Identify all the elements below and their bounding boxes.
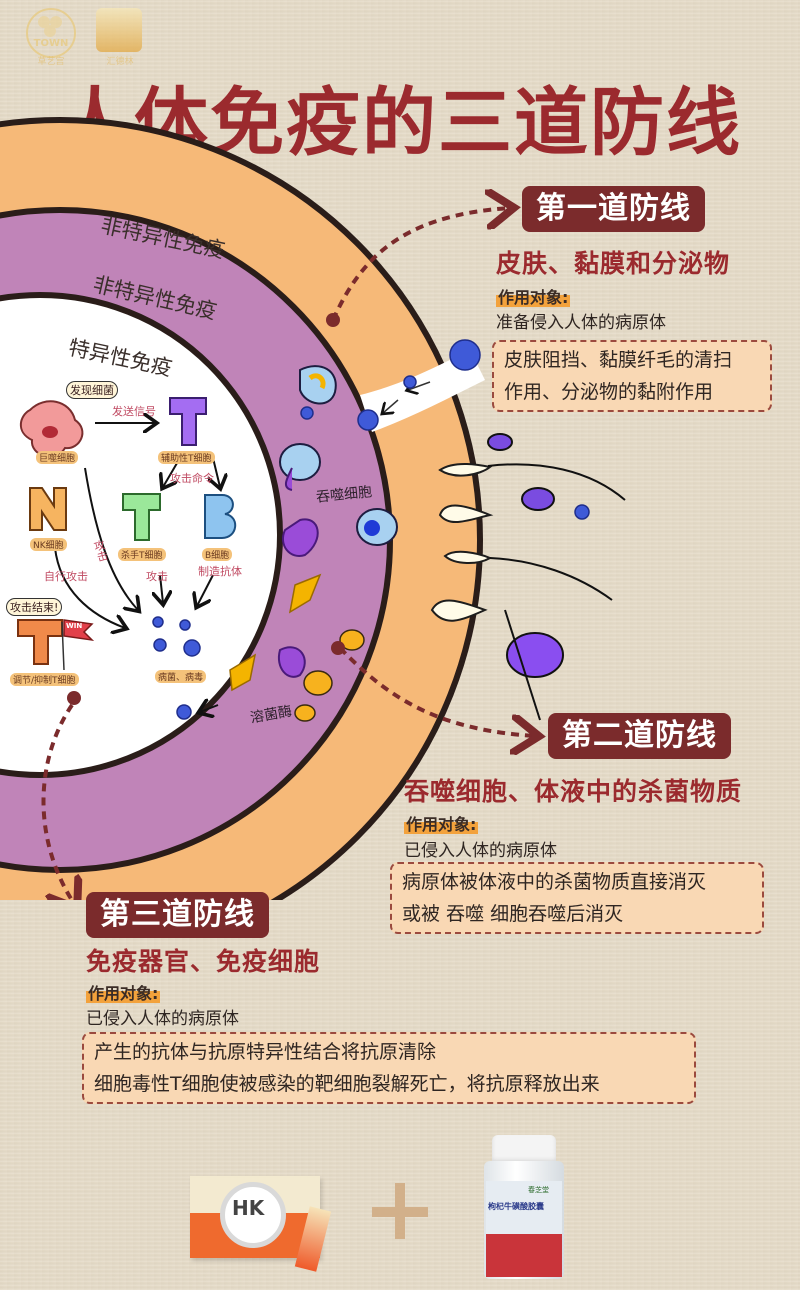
cell-label-b-cell: B细胞 — [202, 548, 233, 561]
first-line-target: 准备侵入人体的病原体 — [496, 313, 666, 333]
plus-sign-icon — [372, 1183, 428, 1239]
macrophage-icon — [19, 400, 84, 458]
connector-line — [41, 208, 536, 900]
b-cell-icon — [204, 494, 237, 539]
brand-logo-left-text: TOWN — [33, 38, 69, 49]
third-line-desc-line-2: 细胞毒性T细胞使被感染的靶细胞裂解死亡，将抗原释放出来 — [94, 1073, 600, 1095]
cell-label-regulatory-t: 调节/抑制T细胞 — [10, 673, 79, 686]
helper-t-cell-icon — [169, 397, 207, 446]
nk-cell-icon — [29, 487, 67, 531]
second-line-subtitle: 吞噬细胞、体液中的杀菌物质 — [404, 777, 743, 806]
third-line-description: 产生的抗体与抗原特异性结合将抗原清除 细胞毒性T细胞使被感染的靶细胞裂解死亡，将… — [82, 1032, 696, 1104]
tag-third-line: 第三道防线 — [86, 892, 269, 938]
arrow-label-attack-2: 攻击 — [146, 570, 168, 583]
b-cell-note: 制造抗体 — [198, 565, 242, 578]
second-line-target-label: 作用对象: — [404, 811, 479, 835]
product-box-label: HK — [232, 1196, 265, 1220]
first-line-desc-line-2: 作用、分泌物的黏附作用 — [504, 381, 714, 403]
second-line-target: 已侵入人体的病原体 — [404, 841, 557, 861]
third-line-target: 已侵入人体的病原体 — [86, 1009, 239, 1029]
cell-label-pathogens: 病菌、病毒 — [155, 670, 207, 683]
tag-second-line: 第二道防线 — [548, 713, 731, 759]
brand-logo-left: TOWN — [26, 8, 76, 58]
cell-label-macrophage: 巨噬细胞 — [36, 451, 79, 464]
speech-found-bacteria: 发现细菌 — [66, 381, 118, 399]
brand-logo-right — [96, 8, 142, 52]
bottle-product-name: 枸杞牛磺酸胶囊 — [488, 1202, 544, 1211]
bottle-brand: 春芝堂 — [528, 1186, 549, 1194]
cell-label-killer-t: 杀手T细胞 — [118, 548, 166, 561]
arrow-label-attack-command: 攻击命令 — [170, 472, 214, 485]
third-line-desc-line-1: 产生的抗体与抗原特异性结合将抗原清除 — [94, 1041, 437, 1063]
third-line-target-label: 作用对象: — [86, 980, 161, 1004]
brand-logo-left-caption: 草艺宫 — [37, 57, 65, 67]
first-line-description: 皮肤阻挡、黏膜纤毛的清扫 作用、分泌物的黏附作用 — [492, 340, 772, 412]
arrow-label-self-attack: 自行攻击 — [44, 570, 88, 583]
first-line-desc-line-1: 皮肤阻挡、黏膜纤毛的清扫 — [504, 349, 733, 371]
brand-logo-right-caption: 汇德林 — [106, 57, 134, 67]
phagocyte-icon — [229, 365, 398, 692]
arrow-label-signal: 发送信号 — [112, 405, 156, 418]
second-line-desc-line-1: 病原体被体液中的杀菌物质直接消灭 — [402, 871, 707, 893]
immune-rings-diagram — [0, 117, 626, 900]
flag-win: WIN — [66, 622, 83, 630]
first-line-subtitle: 皮肤、黏膜和分泌物 — [496, 249, 731, 278]
first-line-target-label: 作用对象: — [496, 284, 571, 308]
third-line-subtitle: 免疫器官、免疫细胞 — [86, 947, 321, 976]
cell-label-helper-t: 辅助性T细胞 — [158, 451, 215, 464]
killer-t-cell-icon — [122, 493, 161, 541]
product-box-image: HK — [190, 1168, 332, 1272]
speech-attack-over: 攻击结束! — [6, 598, 63, 616]
pathogen-icon — [152, 339, 590, 720]
product-bottle-image: 春芝堂 枸杞牛磺酸胶囊 — [484, 1135, 564, 1280]
second-line-desc-line-2: 或被 吞噬 细胞吞噬后消灭 — [402, 903, 624, 925]
cell-label-nk: NK细胞 — [30, 538, 67, 551]
mucosa-gland-icon — [430, 463, 494, 622]
tag-first-line: 第一道防线 — [522, 186, 705, 232]
lysozyme-icon — [294, 629, 365, 722]
second-line-description: 病原体被体液中的杀菌物质直接消灭 或被 吞噬 细胞吞噬后消灭 — [390, 862, 764, 934]
regulatory-t-cell-icon — [17, 619, 95, 671]
